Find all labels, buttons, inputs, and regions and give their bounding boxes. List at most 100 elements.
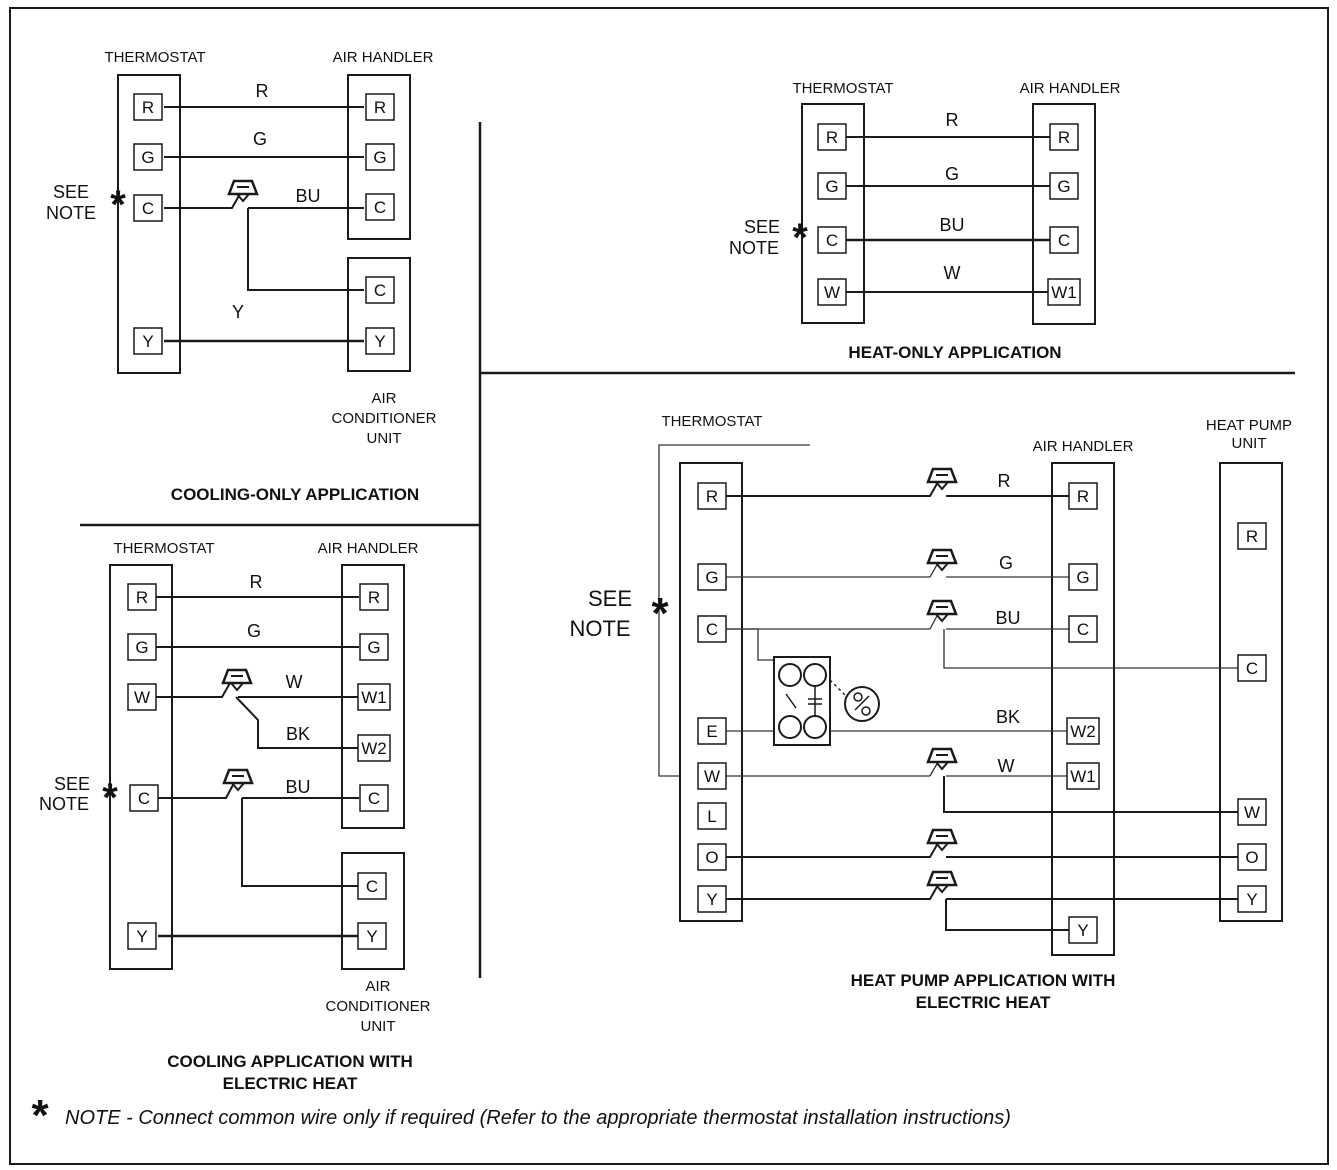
terminal-w1: W1 xyxy=(1070,767,1096,786)
terminal-r: R xyxy=(142,98,154,117)
terminal-r: R xyxy=(1246,527,1258,546)
wire-nut-icon xyxy=(926,828,958,852)
terminal-y: Y xyxy=(374,332,385,351)
outer-frame xyxy=(9,7,1329,1165)
wire-nut-icon xyxy=(926,599,958,623)
terminal-c: C xyxy=(826,231,838,250)
asterisk-icon: * xyxy=(651,589,669,638)
terminal-w2: W2 xyxy=(1070,722,1096,741)
cooling-only-diagram: THERMOSTAT AIR HANDLER R G C Y R G C C Y… xyxy=(46,49,437,504)
see-note-label: NOTE xyxy=(729,238,779,258)
terminal-g: G xyxy=(1057,177,1070,196)
thermostat-block xyxy=(117,74,181,374)
footnote-text: NOTE - Connect common wire only if requi… xyxy=(65,1107,1011,1129)
terminal-y: Y xyxy=(1077,921,1088,940)
terminal-g: G xyxy=(135,638,148,657)
air-conditioner-label: UNIT xyxy=(367,430,402,447)
wire-nut-icon xyxy=(926,747,958,771)
air-handler-label: AIR HANDLER xyxy=(1020,80,1121,97)
thermostat-label: THERMOSTAT xyxy=(661,413,762,430)
wire-label-bk: BK xyxy=(286,724,310,744)
terminal-g: G xyxy=(373,148,386,167)
heat-only-title: HEAT-ONLY APPLICATION xyxy=(848,343,1061,362)
relay-module-icon xyxy=(773,656,880,746)
terminal-r: R xyxy=(1058,128,1070,147)
air-conditioner-block xyxy=(341,852,405,970)
thermostat-label: THERMOSTAT xyxy=(792,80,893,97)
heat-only-diagram: THERMOSTAT AIR HANDLER R G C W R G C W1 … xyxy=(729,80,1121,362)
wire-nut-icon xyxy=(222,768,254,792)
heat-pump-diagram: THERMOSTAT AIR HANDLER HEAT PUMP UNIT xyxy=(569,413,1292,1012)
see-note-label: SEE xyxy=(54,774,90,794)
terminal-y: Y xyxy=(706,890,717,909)
terminal-g: G xyxy=(141,148,154,167)
wire-label-bu: BU xyxy=(939,215,964,235)
air-handler-label: AIR HANDLER xyxy=(318,540,419,557)
wire-label-w: W xyxy=(998,756,1015,776)
terminal-y: Y xyxy=(366,927,377,946)
terminal-r: R xyxy=(136,588,148,607)
terminal-y: Y xyxy=(136,927,147,946)
wire-label-bu: BU xyxy=(285,777,310,797)
terminal-c: C xyxy=(1058,231,1070,250)
air-conditioner-label: AIR xyxy=(371,390,396,407)
see-note-label: NOTE xyxy=(46,203,96,223)
see-note-label: NOTE xyxy=(39,794,89,814)
air-handler-label: AIR HANDLER xyxy=(333,49,434,66)
wire-nut-icon xyxy=(926,548,958,572)
terminal-c: C xyxy=(706,620,718,639)
terminal-w: W xyxy=(704,767,720,786)
terminal-g: G xyxy=(367,638,380,657)
terminal-g: G xyxy=(825,177,838,196)
asterisk-icon: * xyxy=(792,216,808,260)
terminal-w1: W1 xyxy=(1051,283,1077,302)
wire-label-w: W xyxy=(286,672,303,692)
see-note-label: NOTE xyxy=(569,616,630,641)
wire-label-bk: BK xyxy=(996,707,1020,727)
terminal-c: C xyxy=(138,789,150,808)
terminal-l: L xyxy=(707,807,716,826)
terminal-w: W xyxy=(134,688,150,707)
thermostat-block xyxy=(109,564,173,970)
air-handler-block xyxy=(1051,462,1115,956)
wire-label-g: G xyxy=(999,553,1013,573)
terminal-g: G xyxy=(705,568,718,587)
thermostat-label: THERMOSTAT xyxy=(104,49,205,66)
terminal-e: E xyxy=(706,722,717,741)
terminal-r: R xyxy=(826,128,838,147)
terminal-c: C xyxy=(374,281,386,300)
terminal-r: R xyxy=(1077,487,1089,506)
air-conditioner-label: UNIT xyxy=(361,1018,396,1035)
see-note-label: SEE xyxy=(744,217,780,237)
wire-label-bu: BU xyxy=(995,608,1020,628)
heat-pump-label: UNIT xyxy=(1232,435,1267,452)
terminal-c: C xyxy=(1077,620,1089,639)
terminal-c: C xyxy=(368,789,380,808)
cooling-electric-title: ELECTRIC HEAT xyxy=(223,1074,358,1093)
terminal-r: R xyxy=(368,588,380,607)
wire-nut-icon xyxy=(926,870,958,894)
wire-nut-icon xyxy=(227,179,259,203)
see-note-label: SEE xyxy=(53,182,89,202)
terminal-g: G xyxy=(1076,568,1089,587)
cooling-only-title: COOLING-ONLY APPLICATION xyxy=(171,485,419,504)
terminal-y: Y xyxy=(1246,890,1257,909)
heat-pump-label: HEAT PUMP xyxy=(1206,417,1292,434)
terminal-w2: W2 xyxy=(361,739,387,758)
terminal-w: W xyxy=(1244,803,1260,822)
terminal-r: R xyxy=(706,487,718,506)
wire-label-g: G xyxy=(247,621,261,641)
terminal-w: W xyxy=(824,283,840,302)
wire-label-r: R xyxy=(946,110,959,130)
terminal-r: R xyxy=(374,98,386,117)
terminal-w1: W1 xyxy=(361,688,387,707)
wire-label-bu: BU xyxy=(295,186,320,206)
heat-pump-title: HEAT PUMP APPLICATION WITH xyxy=(851,971,1116,990)
thermostat-label: THERMOSTAT xyxy=(113,540,214,557)
terminal-c: C xyxy=(1246,659,1258,678)
see-note-label: SEE xyxy=(588,586,632,611)
asterisk-icon: * xyxy=(31,1091,49,1140)
terminal-c: C xyxy=(142,199,154,218)
wire-label-r: R xyxy=(250,572,263,592)
